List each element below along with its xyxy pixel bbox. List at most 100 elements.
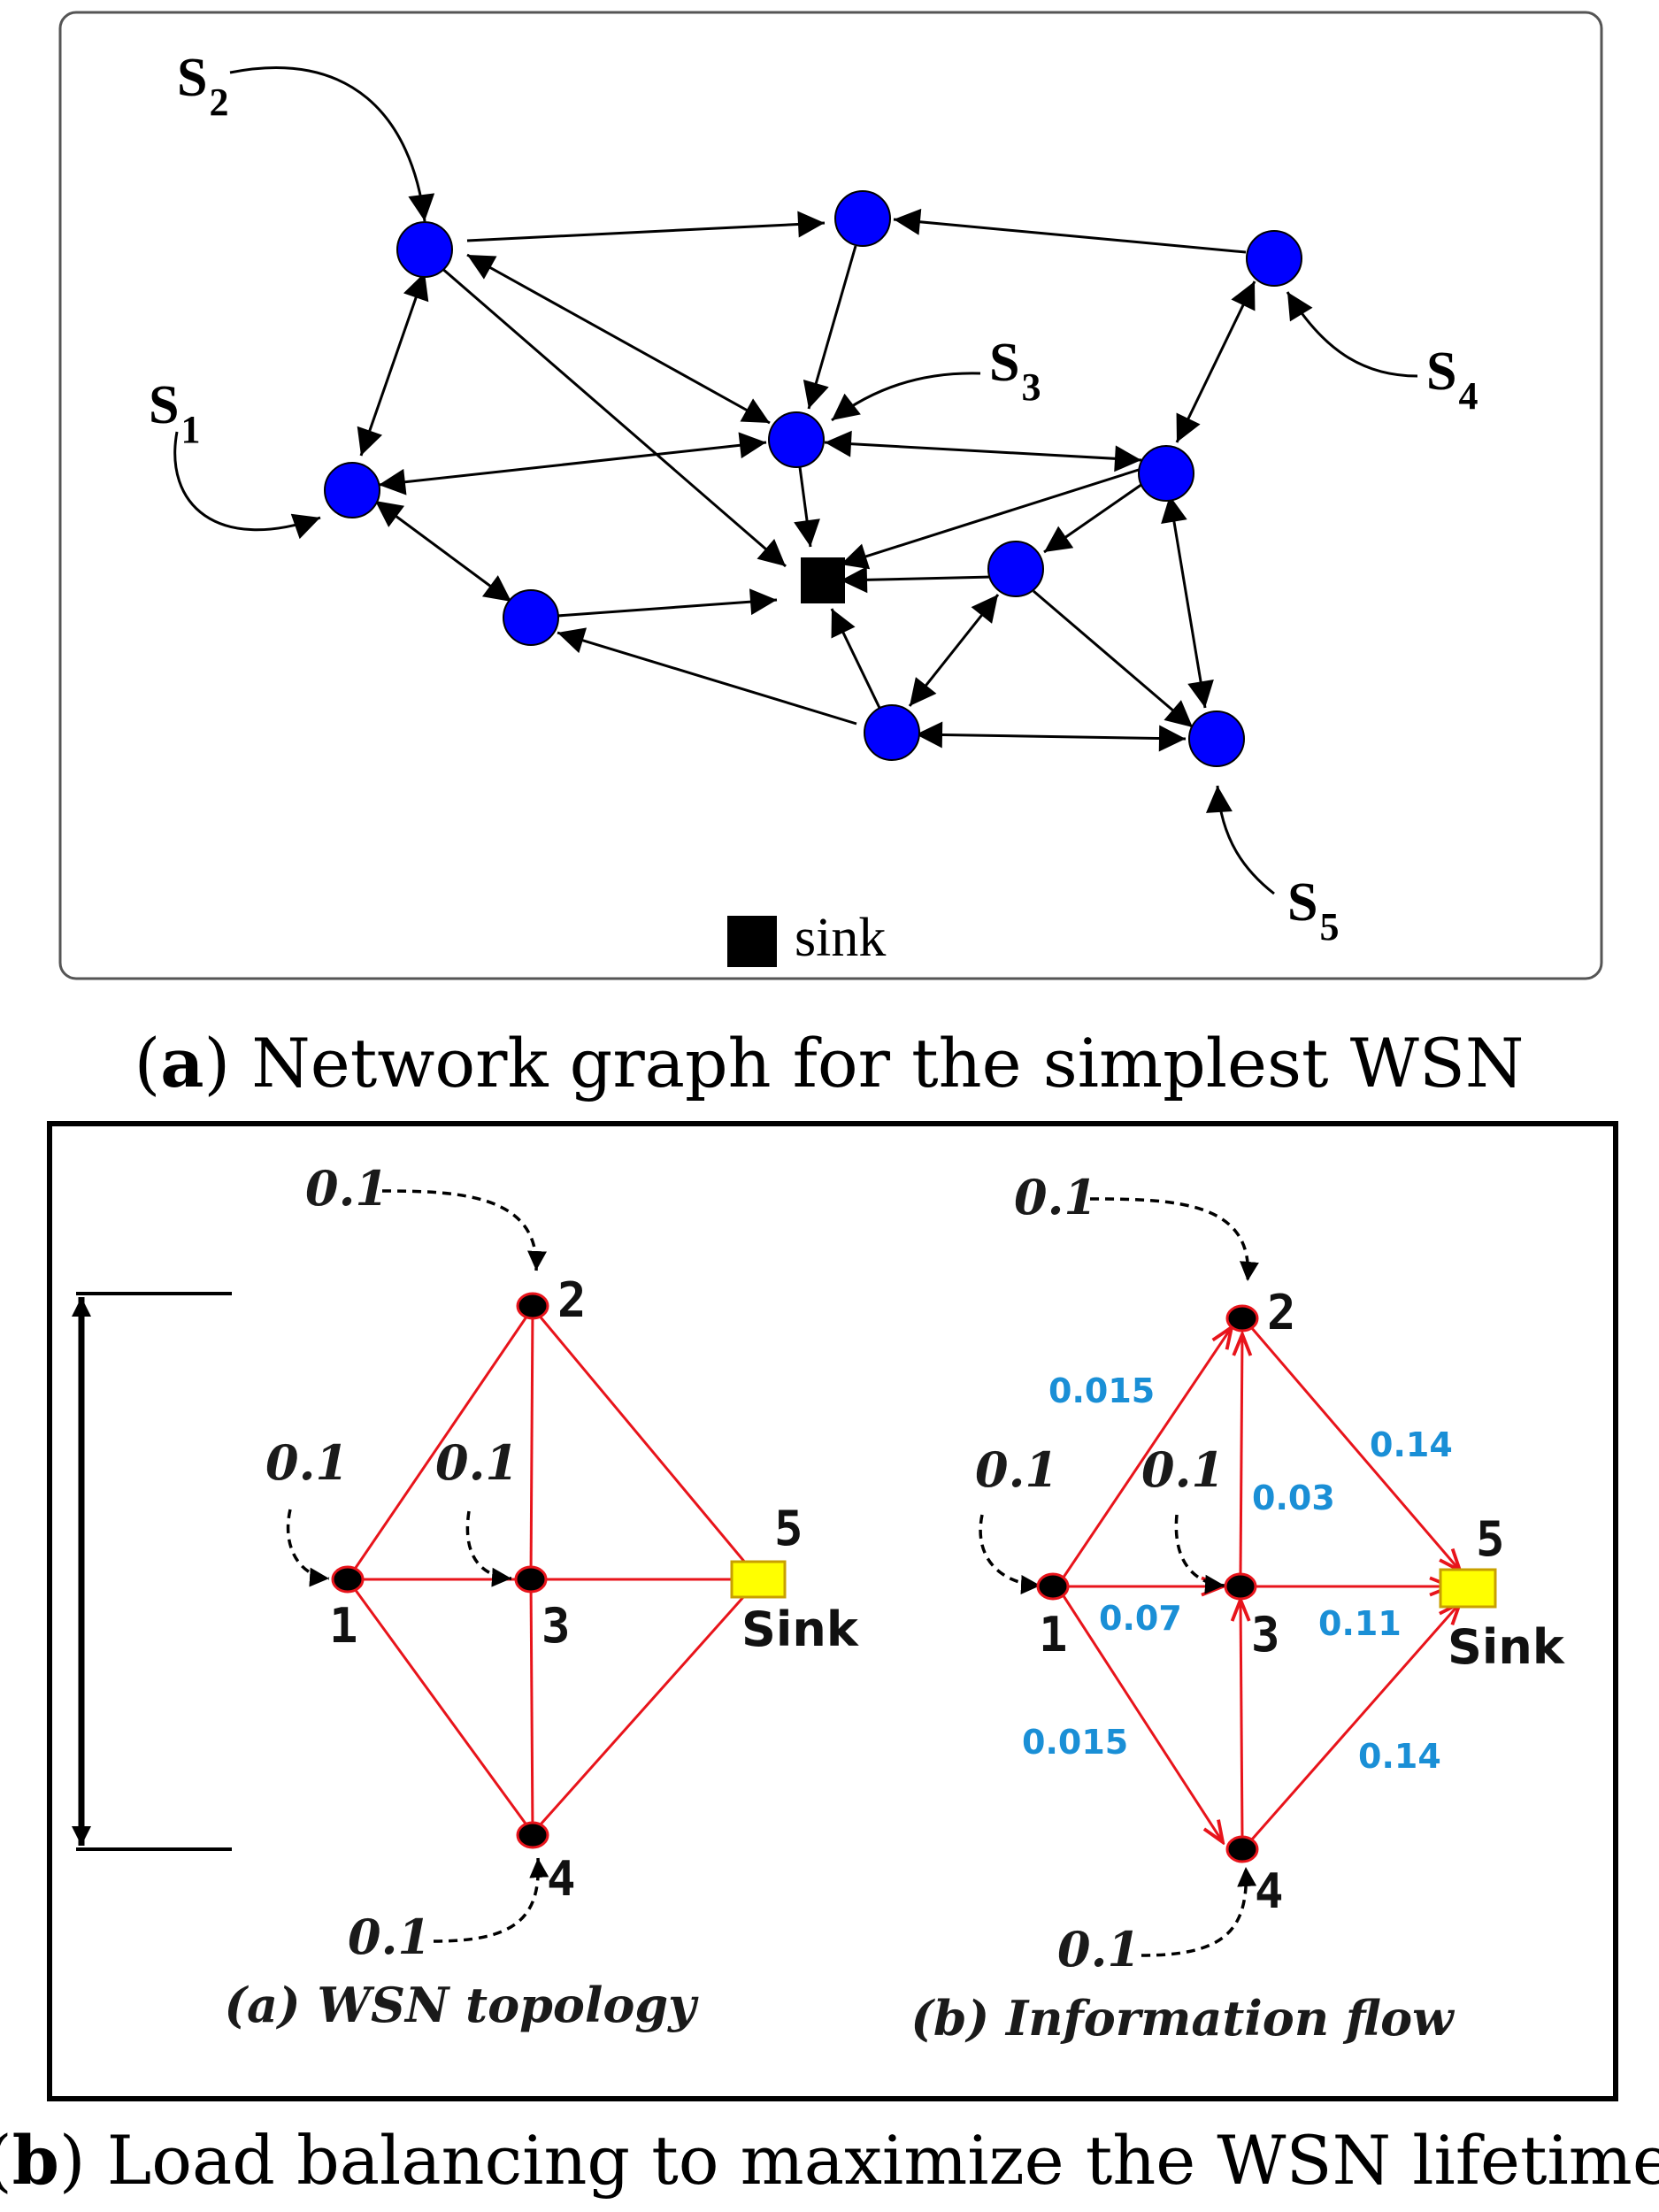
flow-input-label-2: 0.1 [1014,1169,1097,1225]
edge-n5-n9 [1161,495,1214,709]
topology-inputs [286,1189,549,1943]
edge-n7-sink [557,588,778,618]
topo-node-4 [516,1821,549,1849]
flow-node-2 [1225,1304,1259,1333]
flow-input-label-1: 0.1 [975,1441,1058,1498]
flow-nodes [1036,1304,1259,1863]
edge-n8-n9 [915,721,1187,752]
node-n7 [503,589,559,646]
node-n1 [396,221,453,278]
edge-n5-sink [840,467,1142,570]
source-arrow-s3 [831,372,981,422]
flow-edges [1057,1326,1460,1842]
flow-input-arrow-2 [1089,1197,1259,1282]
panel-a-edges [173,66,1418,895]
topo-edge-1-2 [346,1307,534,1580]
flow-value-1-2: 0.015 [1048,1371,1155,1410]
flow-value-3-2: 0.03 [1252,1479,1335,1517]
flow-value-3-5: 0.11 [1318,1604,1402,1643]
height-bracket [72,1292,232,1851]
flow-edge-1-4 [1057,1588,1223,1842]
caption-b: (b) Load balancing to maximize the WSN l… [0,2121,1659,2200]
node-n5 [1138,445,1194,502]
edge-n1-n2 [466,211,826,242]
flow-node-label-5: 5 [1476,1511,1505,1567]
flow-sink-label: Sink [1448,1619,1565,1675]
edge-n4-c [378,432,767,495]
topo-edge-2-3 [529,1307,534,1580]
flow-input-label-4: 0.1 [1057,1921,1141,1978]
topo-node-label-1: 1 [329,1598,358,1654]
flow-edge-4-3 [1240,1600,1242,1838]
panel-b-frame [47,1121,1618,2101]
flow-edge-3-2 [1240,1334,1242,1576]
flow-node-label-1: 1 [1039,1607,1068,1663]
topo-input-arrow-3 [465,1510,512,1587]
flow-value-1-3: 0.07 [1099,1599,1182,1638]
source-arrow-s1 [173,431,321,540]
flow-input-arrow-4 [1141,1866,1257,1957]
flow-inputs [979,1197,1259,1957]
node-n2 [834,190,891,247]
topo-input-arrow-1 [286,1509,330,1587]
flow-node-3 [1224,1572,1257,1601]
source-label-s5: S5 [1287,872,1339,949]
node-center [768,411,825,468]
flow-input-arrow-1 [979,1514,1041,1595]
topo-input-label-3: 0.1 [435,1434,518,1491]
edge-n3-n2 [893,208,1247,254]
edge-n8-sink [830,608,881,709]
topology-nodes [331,1292,549,1849]
node-n4 [324,462,380,518]
topo-sink-label: Sink [741,1601,859,1657]
topo-input-arrow-2 [381,1189,547,1271]
topo-node-2 [516,1292,549,1320]
source-label-s4: S4 [1426,342,1478,418]
edge-n1-c [466,253,771,425]
topo-input-label-2: 0.1 [305,1160,388,1217]
edge-n8-n7 [557,627,857,726]
node-n8 [864,704,920,761]
node-n3 [1246,230,1302,287]
flow-value-2-5: 0.14 [1370,1425,1453,1464]
edge-c-n5 [824,430,1142,472]
edge-n4-n7 [374,499,512,603]
panel-a-nodes [324,190,1302,767]
topology-edges [346,1307,761,1834]
source-label-s2: S2 [177,48,228,124]
flow-edge-2-5 [1249,1326,1460,1571]
edge-n1-n4 [357,272,429,457]
edge-n3-n5 [1175,280,1256,443]
node-n6 [987,541,1044,597]
topo-input-arrow-4 [433,1857,549,1943]
topo-node-label-2: 2 [557,1272,587,1328]
legend-sink-label: sink [795,908,886,968]
edge-n6-sink [840,566,994,594]
edge-n5-n6 [1043,480,1146,554]
sink-node [801,557,845,603]
topo-subcaption: (a) WSN topology [224,1977,699,2033]
panel-a: S2 S1 S3 S4 S5 sink [58,11,1603,980]
topo-node-label-3: 3 [541,1598,571,1654]
source-label-s3: S3 [989,333,1041,409]
source-arrow-s5 [1205,785,1275,895]
legend-sink-icon [727,916,777,967]
flow-node-1 [1036,1572,1070,1601]
caption-a: (a) Network graph for the simplest WSN [134,1024,1525,1102]
topo-node-label-5: 5 [774,1501,803,1556]
topo-edge-2-5 [531,1307,761,1580]
flow-node-label-2: 2 [1267,1285,1296,1340]
flow-edge-1-2 [1057,1327,1232,1585]
flow-value-1-4: 0.015 [1022,1723,1128,1762]
topo-node-label-4: 4 [547,1851,576,1907]
source-arrow-s4 [1286,291,1418,378]
flow-node-label-4: 4 [1255,1863,1284,1919]
flow-subcaption: (b) Information flow [910,1990,1455,2047]
edge-n6-n8 [908,594,1000,707]
topology-diagram: 0.1 0.1 0.1 0.1 1 2 3 4 5 Sink (a) WSN t… [224,1160,858,2033]
edge-c-sink [794,466,820,548]
source-arrow-s2 [229,66,435,222]
flow-value-4-5: 0.14 [1358,1737,1441,1776]
flow-input-label-3: 0.1 [1141,1441,1225,1498]
